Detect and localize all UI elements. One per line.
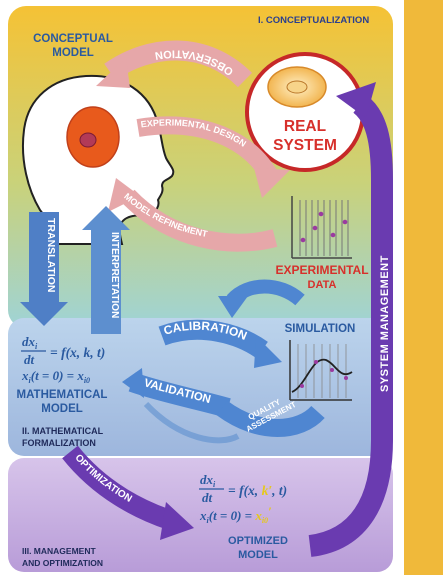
opt-eq-rhs-pre: = f(x, (228, 483, 262, 498)
section-title-management-line2: AND OPTIMIZATION (22, 558, 103, 568)
opt-eq-lhs-num: dx (200, 472, 214, 487)
eq-lhs-den: dt (24, 352, 35, 367)
experimental-data-plot (291, 196, 352, 259)
section-title-formalization-line1: II. MATHEMATICAL (22, 426, 104, 436)
model-refinement-arrow (108, 178, 278, 252)
svg-text:xi(t = 0) = xi0: xi(t = 0) = xi0 (21, 368, 90, 385)
opt-eq-lhs-den: dt (202, 490, 213, 505)
svg-text:dxi: dxi (200, 472, 216, 489)
cell-nucleus-icon (286, 80, 308, 94)
system-management-label: SYSTEM MANAGEMENT (379, 255, 391, 392)
opt-eq-rhs-post: , t) (271, 483, 287, 498)
section-title-management-line1: III. MANAGEMENT (22, 546, 96, 556)
svg-text:xi(t = 0) = xi0′: xi(t = 0) = xi0′ (199, 504, 272, 525)
simulation-plot (289, 340, 353, 401)
mathematical-model-label-line2: MODEL (41, 403, 83, 415)
brain-core-icon (79, 132, 97, 148)
section-title-conceptualization: I. CONCEPTUALIZATION (258, 15, 369, 26)
section-title-formalization-line2: FORMALIZATION (22, 438, 96, 448)
optimized-model-label-line1: OPTIMIZED (228, 535, 288, 547)
eq-init: x (21, 368, 29, 383)
translation-label: TRANSLATION (45, 218, 57, 292)
opt-eq-lhs-sub: i (213, 480, 216, 489)
opt-eq-init-val-prime: ′ (268, 504, 272, 519)
opt-eq-init-rest: (t = 0) = (209, 508, 256, 523)
svg-text:= f(x, k′, t): = f(x, k′, t) (228, 483, 287, 498)
eq-lhs-sub: i (35, 342, 38, 351)
eq-init-rest: (t = 0) = x (31, 368, 85, 383)
opt-eq-init-val-sub: i0 (262, 516, 268, 525)
experimental-data-label-line1: EXPERIMENTAL (275, 263, 368, 277)
mathematical-model-label-line1: MATHEMATICAL (17, 389, 108, 401)
interpretation-label: INTERPRETATION (109, 232, 120, 318)
svg-text:dxi: dxi (22, 334, 38, 351)
opt-eq-init: x (199, 508, 207, 523)
conceptual-model-label-line1: CONCEPTUAL (33, 33, 113, 45)
experimental-data-label-line2: DATA (308, 279, 337, 291)
side-bar (404, 0, 443, 575)
real-system-label-line1: REAL (284, 118, 326, 135)
system-management-arrow: SYSTEM MANAGEMENT (308, 82, 393, 557)
opt-eq-init-val: x (254, 508, 262, 523)
eq-lhs-num: dx (22, 334, 36, 349)
eq-rhs: = f(x, k, t) (50, 345, 105, 360)
eq-init-sub: i (29, 376, 32, 385)
opt-eq-param: k′ (262, 483, 273, 498)
model-equation: dxi dt = f(x, k, t) xi(t = 0) = xi0 (21, 334, 105, 385)
data-to-calibration-arrow (218, 279, 305, 318)
real-system-label-line2: SYSTEM (273, 137, 337, 154)
eq-init-val-sub: i0 (84, 376, 90, 385)
interpretation-arrow: INTERPRETATION (82, 206, 130, 334)
side-bar-strip (398, 0, 404, 575)
conceptual-model-label-line2: MODEL (52, 47, 94, 59)
simulation-label: SIMULATION (285, 323, 356, 335)
translation-arrow: TRANSLATION (20, 212, 68, 326)
optimized-equation: dxi dt = f(x, k′, t) xi(t = 0) = xi0′ (199, 472, 287, 525)
opt-eq-init-sub: i (207, 516, 210, 525)
real-system-node: REAL SYSTEM (245, 52, 365, 172)
optimized-model-label-line2: MODEL (238, 549, 278, 561)
